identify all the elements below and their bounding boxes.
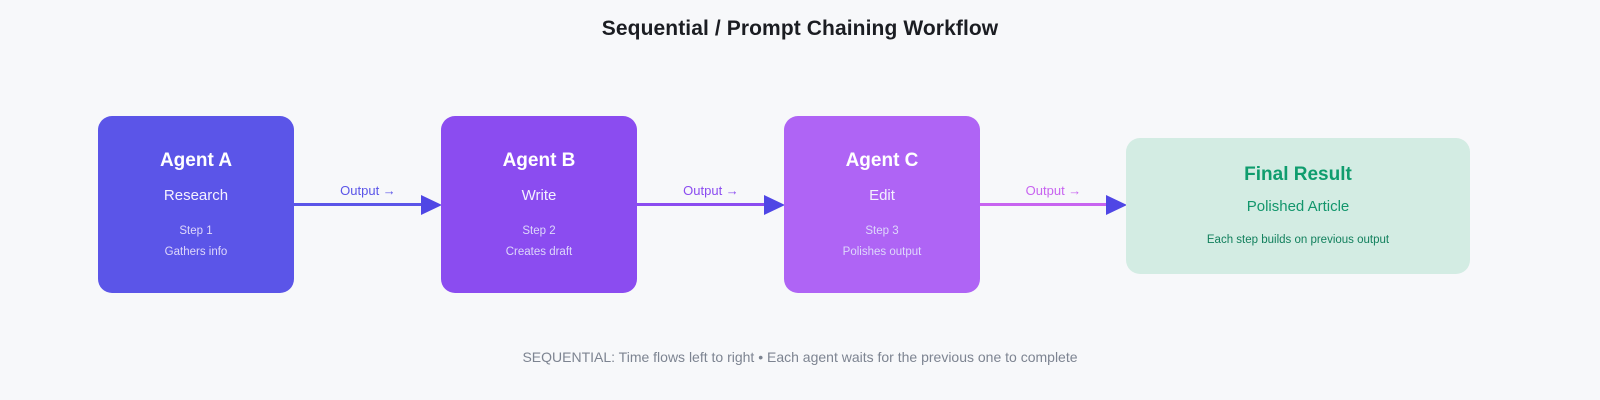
node-final-result[interactable]: Final Result Polished Article Each step … [1126,138,1470,274]
result-note: Each step builds on previous output [1206,234,1390,247]
node-description: Creates draft [505,245,573,258]
node-agent-c[interactable]: Agent C Edit Step 3 Polishes output [784,116,980,293]
node-role: Edit [869,187,895,204]
connector-line [294,203,422,206]
arrow-head-icon [421,195,442,215]
footer-note: SEQUENTIAL: Time flows left to right • E… [522,349,1078,365]
connector-line [637,203,765,206]
node-title: Agent C [845,150,919,171]
node-description: Polishes output [842,245,922,258]
connector-label: Output → [683,183,739,198]
arrow-head-icon [764,195,785,215]
arrow-head-icon [1106,195,1127,215]
node-step: Step 3 [865,225,899,237]
connector-label: Output → [1025,183,1082,198]
page-title: Sequential / Prompt Chaining Workflow [601,17,999,40]
node-agent-a[interactable]: Agent A Research Step 1 Gathers info [98,116,294,293]
result-subtitle: Polished Article [1246,198,1350,216]
node-title: Agent A [159,150,233,171]
node-title: Agent B [502,150,576,171]
node-step: Step 2 [522,225,556,237]
result-title: Final Result [1244,164,1352,186]
node-role: Write [521,187,557,204]
connector-c-result: Output → [980,184,1127,224]
connector-label: Output → [340,183,396,198]
connector-line [980,203,1107,206]
node-role: Research [163,187,229,204]
node-description: Gathers info [164,245,228,258]
connector-a-b: Output → [294,184,442,224]
connector-b-c: Output → [637,184,785,224]
node-step: Step 1 [179,225,213,237]
node-agent-b[interactable]: Agent B Write Step 2 Creates draft [441,116,637,293]
